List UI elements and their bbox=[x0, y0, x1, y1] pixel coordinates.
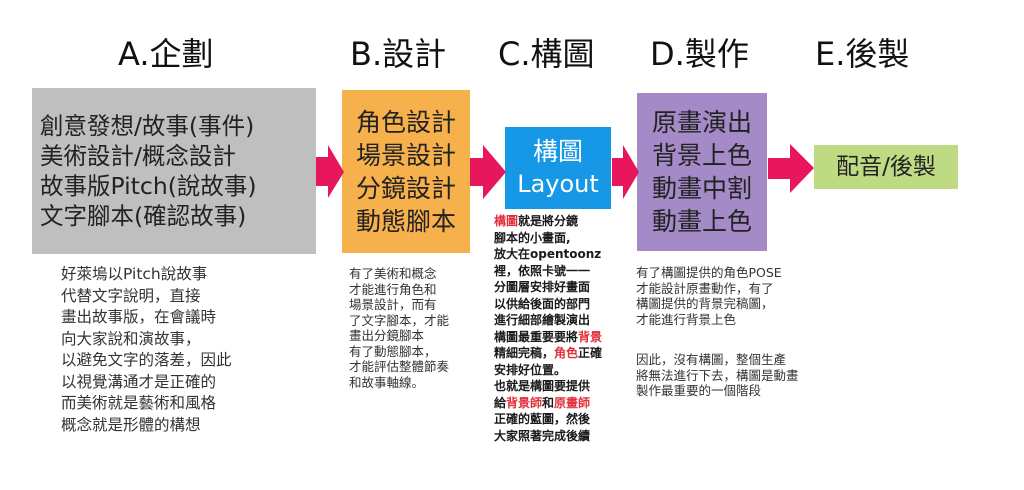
stage-a-line: 故事版Pitch(說故事) bbox=[40, 172, 257, 200]
note-line: 畫出故事版，在會議時 bbox=[61, 308, 217, 326]
stage-b-line: 分鏡設計 bbox=[355, 173, 456, 203]
stage-e-heading: E.後製 bbox=[815, 35, 910, 73]
arrow-d-e-icon bbox=[768, 144, 814, 193]
stage-d-line: 原畫演出 bbox=[651, 108, 752, 137]
note-line: 製作最重要的一個階段 bbox=[636, 383, 762, 398]
note-text: 和 bbox=[542, 395, 555, 410]
stage-e-line: 配音/後製 bbox=[836, 154, 936, 180]
highlight-text: 背景師 bbox=[506, 395, 543, 410]
stage-a-box: 創意發想/故事(事件) 美術設計/概念設計 故事版Pitch(說故事) 文字腳本… bbox=[32, 88, 316, 254]
stage-b-line: 動態腳本 bbox=[355, 206, 456, 236]
stage-b-box: 角色設計 場景設計 分鏡設計 動態腳本 bbox=[342, 90, 470, 253]
note-line: 安排好位置。 bbox=[494, 362, 567, 377]
arrow-b-c-icon bbox=[470, 145, 506, 199]
highlight-text: 角色 bbox=[554, 346, 579, 360]
stage-d-heading: D.製作 bbox=[650, 35, 749, 73]
stage-b-note: 有了美術和概念 才能進行角色和 場景設計，而有 了文字腳本，才能 畫出分鏡腳本 … bbox=[349, 266, 449, 390]
note-text: 精細完稿， bbox=[494, 346, 555, 360]
note-line: 因此，沒有構圖，整個生產 bbox=[636, 352, 787, 367]
stage-e-box: 配音/後製 bbox=[814, 145, 958, 189]
stage-c-note: 構圖就是將分鏡 腳本的小畫面, 放大在opentoonz 裡，依照卡號一一 分圖… bbox=[494, 213, 602, 444]
note-line: 有了構圖提供的角色POSE bbox=[636, 265, 782, 280]
note-line: 才能評估整體節奏 bbox=[349, 359, 450, 374]
note-line: 才能設計原畫動作，有了 bbox=[636, 280, 774, 296]
note-text: 構圖最重要要將 bbox=[494, 329, 579, 344]
arrow-c-d-icon bbox=[612, 145, 639, 199]
note-line: 腳本的小畫面, bbox=[494, 230, 571, 245]
note-text: 正確 bbox=[578, 346, 603, 360]
stage-d-line: 動畫中割 bbox=[651, 174, 752, 203]
note-line: 給背景師和原畫師 bbox=[494, 395, 602, 412]
note-line: 向大家說和演故事， bbox=[61, 329, 201, 348]
note-line: 正確的藍圖，然後 bbox=[494, 412, 591, 426]
note-line: 和故事軸線。 bbox=[349, 374, 425, 390]
note-line: 代替文字說明，直接 bbox=[61, 286, 201, 305]
stage-c-line: 構圖 bbox=[532, 137, 583, 166]
arrow-a-b-icon bbox=[316, 145, 344, 198]
note-text: 就是將分鏡 bbox=[518, 214, 579, 228]
note-line: 也就是構圖要提供 bbox=[494, 379, 591, 393]
highlight-text: 構圖 bbox=[494, 214, 519, 228]
note-line: 以避免文字的落差，因此 bbox=[61, 351, 232, 369]
note-line: 裡，依照卡號一一 bbox=[494, 263, 591, 278]
highlight-text: 背景 bbox=[578, 329, 603, 344]
note-line: 才能進行背景上色 bbox=[636, 311, 737, 327]
stage-a-line: 美術設計/概念設計 bbox=[40, 142, 236, 170]
note-text: 給 bbox=[494, 395, 507, 410]
stage-a-line: 創意發想/故事(事件) bbox=[40, 112, 255, 140]
note-line: 以供給後面的部門 bbox=[494, 296, 591, 311]
note-line: 構圖提供的背景完稿圖， bbox=[636, 296, 774, 311]
stage-d-box: 原畫演出 背景上色 動畫中割 動畫上色 bbox=[637, 93, 767, 251]
note-line: 精細完稿，角色正確 bbox=[494, 345, 602, 362]
stage-a-note: 好萊塢以Pitch說故事 代替文字說明，直接 畫出故事版，在會議時 向大家說和演… bbox=[61, 264, 232, 436]
note-line: 大家照著完成後續 bbox=[494, 428, 591, 443]
stage-c-heading: C.構圖 bbox=[498, 35, 595, 73]
note-line: 才能進行角色和 bbox=[349, 281, 437, 297]
note-line: 構圖最重要要將背景 bbox=[494, 329, 602, 346]
note-line: 有了動態腳本， bbox=[349, 343, 437, 359]
stage-d-note: 有了構圖提供的角色POSE 才能設計原畫動作，有了 構圖提供的背景完稿圖， 才能… bbox=[636, 265, 782, 327]
note-line: 進行細部繪製演出 bbox=[494, 313, 591, 327]
stage-a-heading: A.企劃 bbox=[118, 35, 214, 73]
note-line: 畫出分鏡腳本 bbox=[349, 328, 425, 343]
note-line: 放大在opentoonz bbox=[494, 247, 602, 261]
stage-b-heading: B.設計 bbox=[350, 35, 447, 73]
note-line: 場景設計，而有 bbox=[349, 297, 437, 312]
note-line: 好萊塢以Pitch說故事 bbox=[61, 265, 208, 283]
stage-d-conclusion: 因此，沒有構圖，整個生產 將無法進行下去，構圖是動畫 製作最重要的一個階段 bbox=[636, 352, 799, 399]
note-line: 有了美術和概念 bbox=[349, 266, 437, 281]
stage-c-line: Layout bbox=[517, 170, 599, 198]
stage-c-box: 構圖 Layout bbox=[505, 127, 611, 209]
highlight-text: 原畫師 bbox=[554, 395, 591, 410]
stage-a-line: 文字腳本(確認故事) bbox=[40, 202, 247, 230]
note-line: 概念就是形體的構想 bbox=[61, 415, 201, 434]
stage-b-line: 場景設計 bbox=[355, 140, 456, 170]
stage-d-line: 動畫上色 bbox=[651, 207, 752, 236]
note-line: 構圖就是將分鏡 bbox=[494, 213, 602, 230]
note-line: 將無法進行下去，構圖是動畫 bbox=[636, 367, 799, 383]
stage-d-line: 背景上色 bbox=[651, 141, 752, 170]
note-line: 以視覺溝通才是正確的 bbox=[61, 372, 217, 391]
note-line: 而美術就是藝術和風格 bbox=[61, 394, 217, 412]
note-line: 分圖層安排好畫面 bbox=[494, 280, 591, 294]
stage-b-line: 角色設計 bbox=[355, 107, 456, 137]
note-line: 了文字腳本，才能 bbox=[349, 312, 450, 328]
